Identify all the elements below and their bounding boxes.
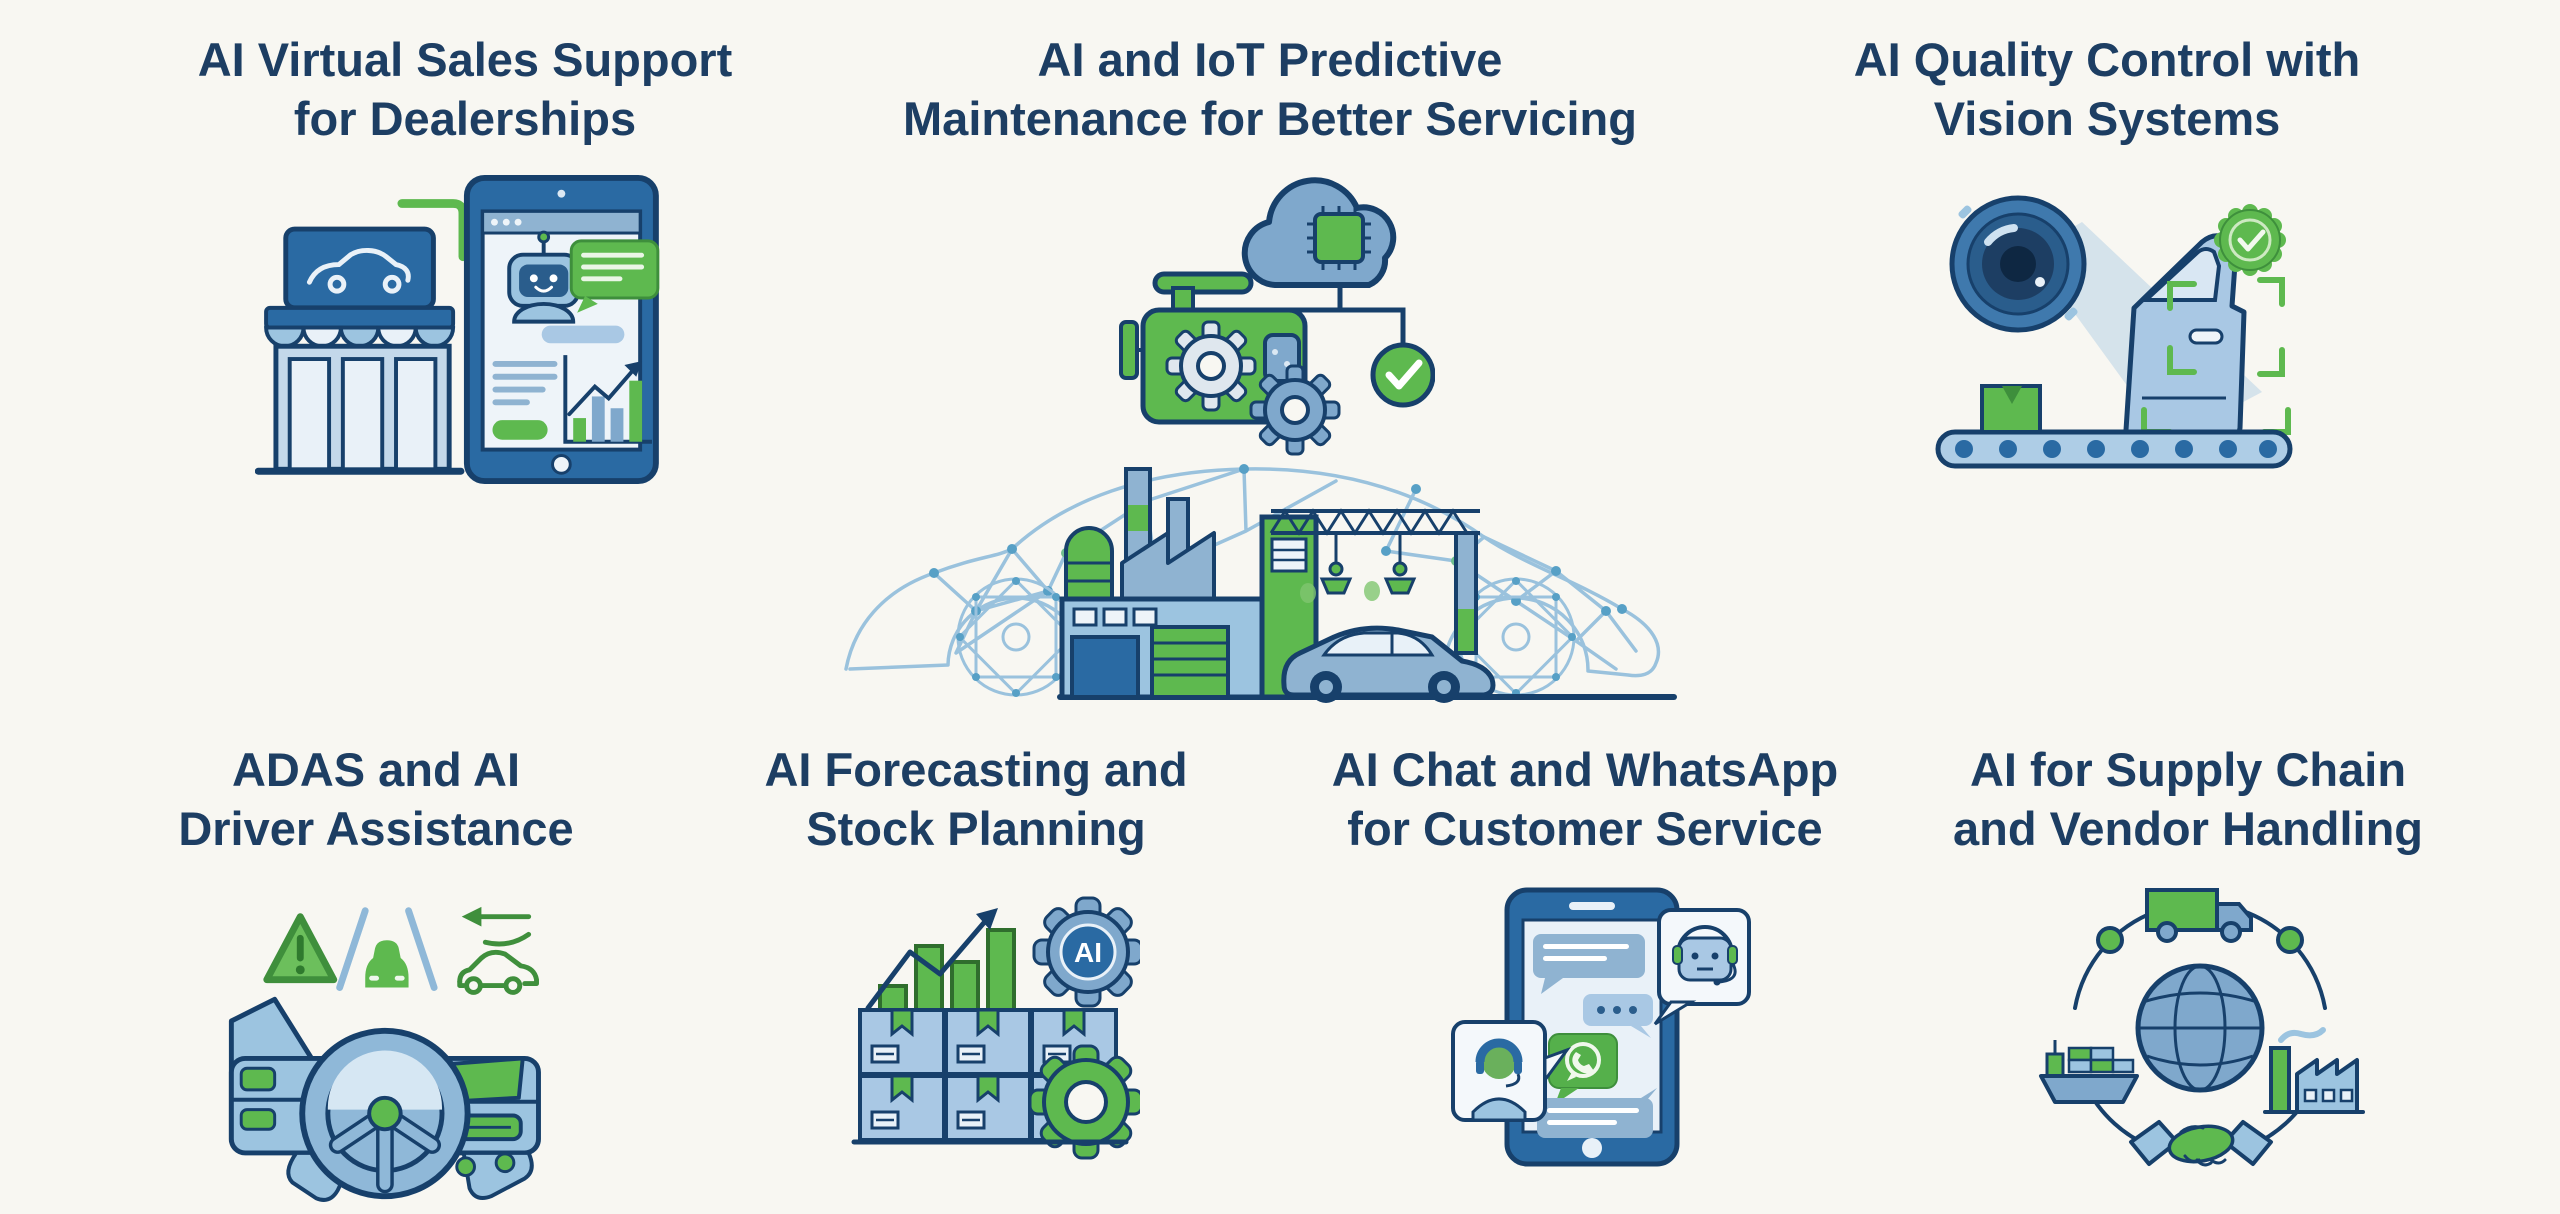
screen-content: [492, 325, 625, 440]
title-line: for Customer Service: [1347, 802, 1823, 855]
wireframe-car-smart-factory-illustration: [816, 441, 1684, 703]
blue-gear-icon: [1249, 364, 1341, 456]
title-line: Maintenance for Better Servicing: [903, 92, 1637, 145]
title-line: Vision Systems: [1933, 92, 2281, 145]
green-connector-bracket: [397, 199, 468, 262]
card-title-predictive-maintenance: AI and IoT Predictive Maintenance for Be…: [870, 30, 1670, 148]
phone-chat-whatsapp-icon: [1445, 882, 1755, 1172]
typing-bubble: [1583, 994, 1653, 1038]
dealership-store: [255, 226, 465, 475]
card-title-customer-service: AI Chat and WhatsApp for Customer Servic…: [1235, 740, 1935, 858]
title-line: AI for Supply Chain: [1969, 743, 2407, 796]
handshake-icon: [2129, 1120, 2273, 1167]
title-line: AI Forecasting and: [764, 743, 1188, 796]
globe-logistics-icon: [2035, 880, 2365, 1182]
steering-wheel: [299, 1027, 471, 1200]
globe-icon: [2135, 963, 2265, 1093]
title-line: Stock Planning: [806, 802, 1146, 855]
trend-arrow: [865, 908, 998, 1011]
cargo-ship-icon: [2039, 1040, 2139, 1104]
whatsapp-bubble-icon: [1548, 1033, 1618, 1104]
card-title-virtual-sales: AI Virtual Sales Support for Dealerships: [65, 30, 865, 148]
card-title-supply-chain: AI for Supply Chain and Vendor Handling: [1838, 740, 2538, 858]
title-line: for Dealerships: [293, 92, 637, 145]
cloud-icon: [1241, 177, 1397, 288]
mini-bar-chart: [563, 355, 652, 444]
factory-icon: [2263, 1027, 2365, 1114]
card-title-adas: ADAS and AI Driver Assistance: [26, 740, 726, 858]
arc-node-right: [2276, 926, 2304, 954]
warning-triangle-icon: [263, 913, 338, 984]
title-line: AI and IoT Predictive: [1037, 33, 1503, 86]
assembled-car: [1281, 625, 1496, 703]
title-line: AI Virtual Sales Support: [197, 33, 733, 86]
check-circle-icon: [1370, 342, 1435, 408]
green-chat-bubble: [569, 239, 660, 313]
chatbot-avatar: [507, 230, 581, 324]
car-door: [2123, 233, 2247, 445]
dealership-tablet-chatbot-icon: [255, 172, 665, 487]
card-title-quality-control: AI Quality Control with Vision Systems: [1707, 30, 2507, 148]
human-agent-bubble-icon: [1451, 1020, 1572, 1122]
engine-cloud-iot-icon: [1115, 170, 1435, 470]
title-line: ADAS and AI: [231, 743, 521, 796]
steering-dashboard-icon: [215, 895, 545, 1210]
chat-bubble-bottom: [1537, 1088, 1657, 1138]
chatbot-agent-bubble-icon: [1653, 908, 1751, 1026]
ai-gear-label: AI: [1074, 937, 1102, 968]
factory-building: [1059, 467, 1319, 700]
assembly-gantry-crane: [1269, 508, 1480, 655]
title-line: AI Quality Control with: [1853, 33, 2361, 86]
camera-lens-icon: [1949, 195, 2087, 333]
parcel-box: [1980, 384, 2042, 434]
lane-change-arrow-car-icon: [457, 906, 539, 995]
wireframe-wheel-rear: [956, 577, 1076, 697]
title-line: Driver Assistance: [178, 802, 574, 855]
vision-camera-door-icon: [1930, 180, 2300, 470]
inventory-forecast-icon: AI: [840, 890, 1140, 1162]
green-gear-icon: [1028, 1044, 1140, 1160]
chat-bubble-top: [1533, 934, 1645, 994]
title-line: and Vendor Handling: [1952, 802, 2424, 855]
card-title-forecasting: AI Forecasting and Stock Planning: [626, 740, 1326, 858]
quality-check-badge-icon: [2214, 204, 2286, 276]
conveyor-belt: [1935, 429, 2293, 469]
lane-keeping-icon: [336, 907, 438, 991]
ai-gear-icon: AI: [1032, 896, 1140, 1008]
arc-node-left: [2096, 926, 2124, 954]
truck-icon: [2145, 888, 2253, 943]
title-line: AI Chat and WhatsApp: [1331, 743, 1839, 796]
grey-gear-icon: [1165, 320, 1257, 412]
